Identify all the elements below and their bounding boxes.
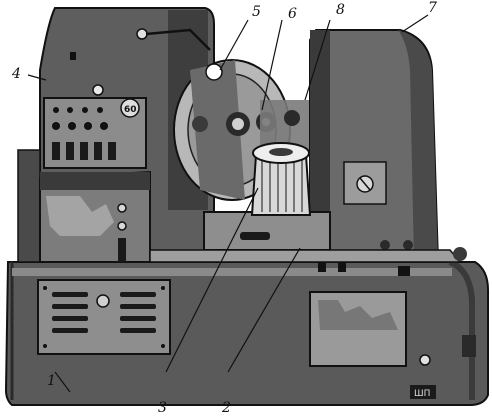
callout-3: 3 [158, 400, 167, 416]
leader-2 [227, 247, 301, 373]
callout-labels: 1 2 3 4 5 6 7 8 [11, 0, 437, 416]
logo-text: ШП [414, 389, 430, 399]
lower-cabinet [39, 170, 151, 263]
callout-6: 6 [288, 6, 297, 22]
callout-5: 5 [252, 4, 261, 20]
workpiece-gear [250, 142, 312, 216]
control-panel: 60 [43, 84, 147, 169]
callout-1: 1 [47, 373, 56, 389]
dial-label: 60 [124, 105, 137, 115]
base-left-panel [37, 279, 171, 355]
leader-3 [165, 187, 259, 373]
callout-7: 7 [428, 0, 437, 16]
leader-5 [219, 19, 249, 71]
leader-6 [261, 19, 283, 111]
callout-8: 8 [336, 2, 345, 18]
base-right-panel: ШП [309, 291, 476, 399]
leader-7 [401, 14, 429, 33]
leader-1 [54, 371, 71, 393]
callout-4: 4 [11, 66, 21, 82]
callout-2: 2 [221, 400, 231, 416]
leader-7-8-shared [304, 19, 331, 101]
callout-leaders [27, 14, 429, 393]
leader-4 [27, 74, 47, 81]
right-column [309, 29, 440, 263]
